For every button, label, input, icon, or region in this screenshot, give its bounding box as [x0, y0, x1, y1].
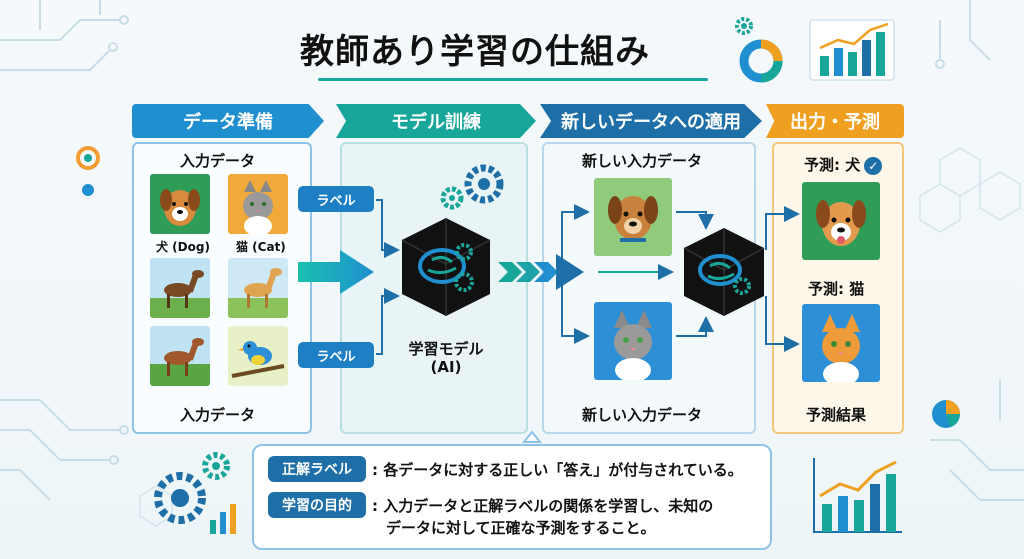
growth-chart-icon: [813, 458, 902, 533]
horse-image: [150, 258, 210, 318]
label-tag-top: ラベル: [298, 186, 374, 212]
new-dog-image: [594, 178, 672, 256]
trained-model-cube: [683, 228, 765, 316]
definition-text-purpose-2: データに対して正確な予測をすること。: [386, 519, 656, 537]
gear-icon: [735, 17, 753, 35]
new-cat-image: [594, 302, 672, 380]
horse-image-3: [150, 326, 210, 386]
donut-chart-icon: [739, 39, 783, 83]
definition-tag-purpose: 学習の目的: [268, 492, 366, 518]
prep-top-heading: 入力データ: [180, 152, 256, 170]
cat-image: [228, 174, 288, 234]
ai-model-cube: [401, 218, 491, 316]
checkmark-icon: ✓: [864, 156, 883, 175]
predicted-dog-image: [802, 182, 880, 260]
stage-output-prediction: 出力・予測: [766, 104, 904, 138]
apply-bottom-heading: 新しい入力データ: [582, 406, 703, 424]
label-tag-bottom: ラベル: [298, 342, 374, 368]
stage-apply-new-data: 新しいデータへの適用: [540, 104, 762, 138]
caption-cat: 猫 (Cat): [236, 240, 286, 254]
model-label-line1: 学習モデル: [408, 340, 484, 358]
stage-data-prep: データ準備: [132, 104, 324, 138]
title-underline: [318, 78, 708, 81]
definition-text-label: : 各データに対する正しい「答え」が付与されている。: [372, 461, 743, 479]
caption-dog: 犬 (Dog): [156, 240, 210, 254]
bar-chart-icon: [809, 19, 895, 81]
definition-tag-label: 正解ラベル: [268, 456, 366, 482]
stage-model-training: モデル訓練: [336, 104, 536, 138]
output-bottom-heading: 予測結果: [806, 406, 867, 424]
apply-top-heading: 新しい入力データ: [582, 152, 703, 170]
gears-decor-icon: [154, 452, 236, 534]
horse-image-2: [228, 258, 288, 318]
prediction-cat-label: 予測: 猫: [808, 280, 865, 298]
prep-bottom-heading: 入力データ: [180, 406, 256, 424]
pie-chart-icon: [932, 400, 960, 428]
dog-image: [150, 174, 210, 234]
prediction-dog-label: 予測: 犬✓: [804, 154, 883, 175]
page-title: 教師あり学習の仕組み: [300, 32, 650, 72]
definition-text-purpose-1: : 入力データと正解ラベルの関係を学習し、未知の: [372, 497, 714, 515]
gears-icon: [440, 164, 504, 210]
model-label-line2: (AI): [430, 358, 462, 376]
predicted-cat-image: [802, 304, 880, 382]
prediction-dog-text: 予測: 犬: [804, 156, 861, 174]
bird-image: [228, 326, 288, 386]
